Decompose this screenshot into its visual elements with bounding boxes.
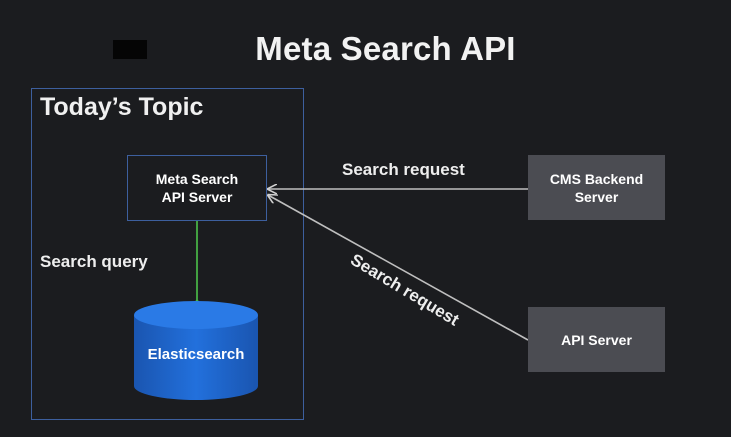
- topic-frame: [31, 88, 304, 420]
- api-server-node: API Server: [528, 307, 665, 372]
- redacted-logo: [113, 40, 147, 59]
- search-query-label: Search query: [40, 252, 148, 271]
- meta-server-label-line2: API Server: [161, 189, 233, 205]
- api-server-label: API Server: [561, 331, 632, 348]
- elasticsearch-label: Elasticsearch: [147, 346, 245, 363]
- slide-title: Meta Search API: [255, 30, 516, 67]
- meta-search-api-server-node: Meta Search API Server: [127, 155, 267, 221]
- cms-server-label-line2: Server: [574, 188, 619, 205]
- elasticsearch-database-icon: [134, 301, 258, 400]
- cms-server-label-line1: CMS Backend: [549, 170, 644, 187]
- topic-title: Today’s Topic: [40, 93, 204, 121]
- meta-server-label-line1: Meta Search: [155, 171, 239, 187]
- cms-search-request-label: Search request: [342, 160, 465, 179]
- cms-backend-server-node: CMS Backend Server: [528, 155, 665, 220]
- search-query-connector: [194, 221, 200, 306]
- api-request-arrow: [268, 195, 529, 341]
